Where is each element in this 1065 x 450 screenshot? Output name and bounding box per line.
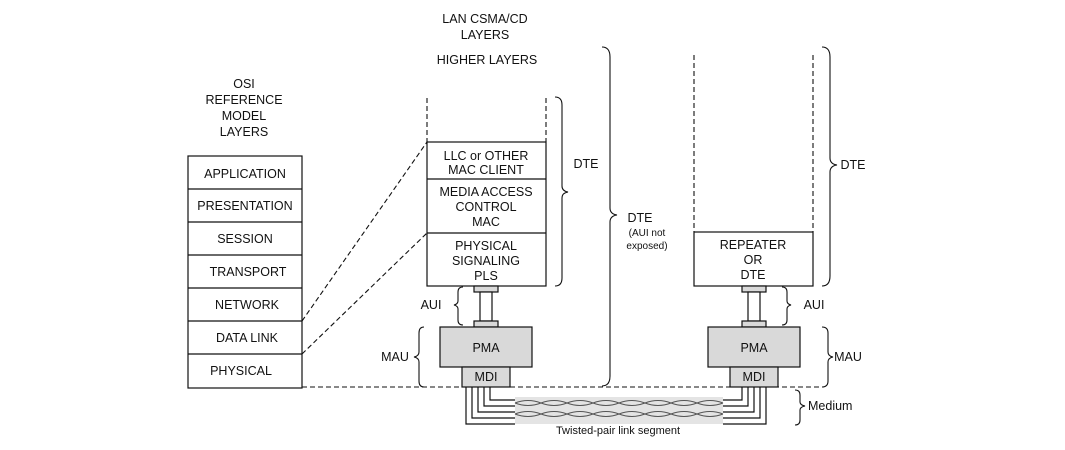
right-dte-label: DTE <box>841 158 866 172</box>
left-dte-brace <box>554 96 569 287</box>
mac-label: MEDIA ACCESS <box>439 185 532 199</box>
left-dte-outer-label: exposed) <box>626 241 667 252</box>
osi-title: OSI REFERENCE MODEL LAYERS <box>205 77 282 139</box>
pls-label: SIGNALING <box>452 254 520 268</box>
mac-label: MAC <box>472 215 500 229</box>
osi-title-line: MODEL <box>222 109 267 123</box>
lan-title-line: LAYERS <box>461 28 509 42</box>
right-pma-box <box>707 326 801 368</box>
lan-stack-outline <box>426 141 547 287</box>
medium-brace <box>794 389 806 426</box>
osi-title-line: REFERENCE <box>205 93 282 107</box>
twisted-pair-link <box>465 387 767 425</box>
left-mdi-label: MDI <box>475 370 498 384</box>
repeater-label: REPEATER <box>720 238 786 252</box>
right-aui-label: AUI <box>804 298 825 312</box>
left-dte-label: DTE <box>574 157 599 171</box>
osi-layer-data-link: DATA LINK <box>216 331 279 345</box>
left-mau-brace <box>413 326 425 388</box>
repeater-label: DTE <box>741 268 766 282</box>
left-pma-box <box>439 326 533 368</box>
right-aui-cable <box>741 285 767 328</box>
llc-label: LLC or OTHER <box>444 149 529 163</box>
medium-label: Medium <box>808 399 852 413</box>
left-aui-cable <box>473 285 499 328</box>
llc-label: MAC CLIENT <box>448 163 524 177</box>
lan-layer-stack: LLC or OTHER MAC CLIENT MEDIA ACCESS CON… <box>426 98 547 287</box>
osi-title-line: OSI <box>233 77 255 91</box>
left-dte-outer-brace <box>601 46 618 387</box>
higher-layers-label: HIGHER LAYERS <box>437 53 538 67</box>
right-aui-brace <box>781 286 792 326</box>
left-mau: PMA MDI <box>439 326 533 388</box>
mac-label: CONTROL <box>455 200 516 214</box>
repeater-box <box>693 231 814 287</box>
osi-layer-stack: APPLICATION PRESENTATION SESSION TRANSPO… <box>187 155 303 389</box>
osi-title-line: LAYERS <box>220 125 268 139</box>
left-aui-label: AUI <box>421 298 442 312</box>
pls-label: PLS <box>474 269 498 283</box>
lan-title-line: LAN CSMA/CD <box>442 12 527 26</box>
osi-stack-outline <box>187 155 303 389</box>
pls-label: PHYSICAL <box>455 239 517 253</box>
left-dte-outer-label: DTE <box>628 211 653 225</box>
left-mau-label: MAU <box>381 350 409 364</box>
osi-layer-application: APPLICATION <box>204 167 286 181</box>
left-aui-brace <box>453 286 464 326</box>
twisted-pair-label: Twisted-pair link segment <box>556 425 680 437</box>
right-mau-brace <box>821 326 834 388</box>
osi-layer-transport: TRANSPORT <box>210 265 287 279</box>
right-mau: PMA MDI <box>707 326 801 388</box>
osi-layer-presentation: PRESENTATION <box>197 199 292 213</box>
right-mdi-label: MDI <box>743 370 766 384</box>
right-mau-label: MAU <box>834 350 862 364</box>
right-station: REPEATER OR DTE <box>693 55 814 287</box>
left-mdi-box <box>461 366 511 388</box>
left-pma-label: PMA <box>472 341 500 355</box>
lan-title: LAN CSMA/CD LAYERS HIGHER LAYERS <box>437 12 538 67</box>
osi-layer-session: SESSION <box>217 232 273 246</box>
osi-layer-physical: PHYSICAL <box>210 364 272 378</box>
left-dte-outer-label: (AUI not <box>629 228 666 239</box>
right-pma-label: PMA <box>740 341 768 355</box>
osi-layer-network: NETWORK <box>215 298 280 312</box>
repeater-label: OR <box>744 253 763 267</box>
right-dte-brace <box>821 46 838 287</box>
